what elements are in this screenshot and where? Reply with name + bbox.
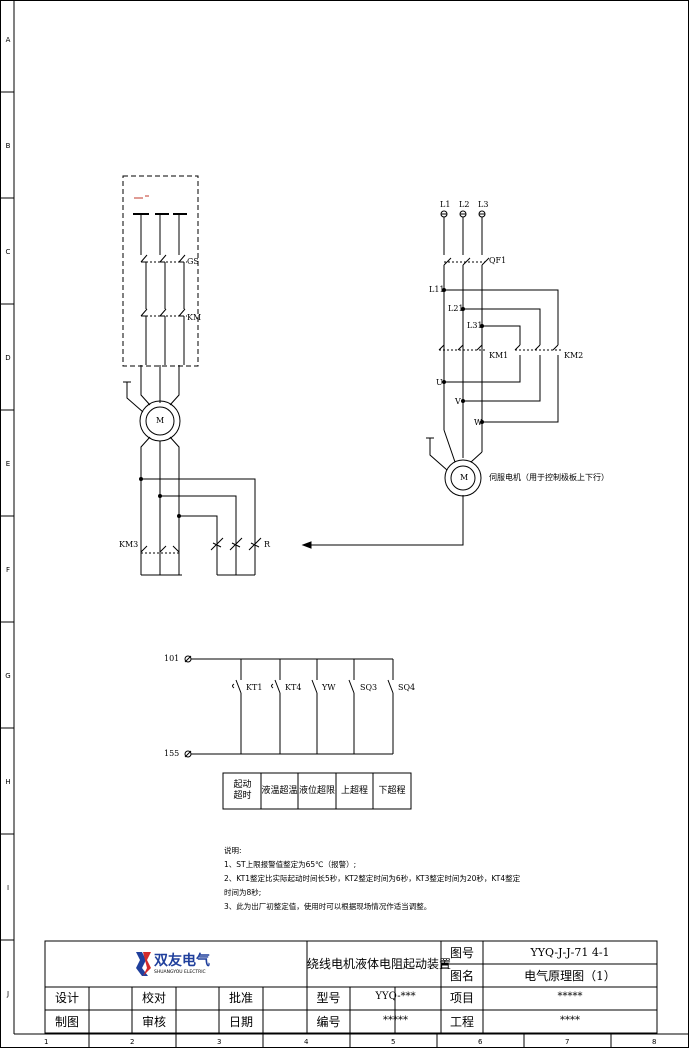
note-line: 1、ST上限报警值整定为65℃（报警）; <box>224 860 357 869</box>
project-value: ***** <box>557 991 583 1002</box>
company-logo-mark <box>136 952 151 976</box>
contact-kt4-label: KT4 <box>285 683 302 692</box>
contact-sq3-label: SQ3 <box>360 683 378 692</box>
row-label: A <box>5 36 11 44</box>
servo-motor-label: M <box>460 473 469 482</box>
col-label: 6 <box>478 1038 483 1046</box>
row-label: H <box>5 778 11 786</box>
terminal-u-label: U <box>436 378 443 387</box>
motor-1-label: M <box>156 416 165 425</box>
l21-label: L21 <box>448 304 464 313</box>
legend-cell: 下超程 <box>378 786 406 796</box>
km2-label: KM2 <box>564 351 584 360</box>
contact-yw-label: YW <box>322 683 336 692</box>
label-approve: 批准 <box>228 991 253 1005</box>
qf1-label: QF1 <box>489 256 507 265</box>
servo-motor-outer <box>444 459 482 497</box>
row-label: G <box>5 672 11 680</box>
km3-label: KM3 <box>119 540 139 549</box>
label-design: 设计 <box>54 991 79 1005</box>
col-label: 1 <box>44 1038 49 1046</box>
col-label: 4 <box>304 1038 309 1046</box>
drawing-name: 绕线电机液体电阻起动装置 <box>307 957 452 971</box>
company-name-en: SHUANGYOU ELECTRIC <box>154 970 206 975</box>
legend-table <box>222 772 412 810</box>
servo-motor-inner <box>450 465 476 491</box>
servo-motor-desc: 伺服电机（用于控制极板上下行） <box>489 473 609 482</box>
gs-switch-label: GS <box>187 257 199 266</box>
drawing-title: 电气原理图（1） <box>524 969 616 983</box>
drawing-number: YYQ-J-J-71 4-1 <box>530 946 610 959</box>
phase-label-l2: L2 <box>459 200 470 209</box>
label-date: 日期 <box>228 1015 253 1029</box>
note-line: 3、此为出厂初整定值，使用时可以根据现场情况作适当调整。 <box>224 902 432 911</box>
km1-label: KM1 <box>489 351 509 360</box>
label-review: 审核 <box>141 1015 166 1029</box>
note-line: 时间为8秒; <box>224 888 262 897</box>
contact-sq4-label: SQ4 <box>398 683 416 692</box>
col-label: 3 <box>217 1038 222 1046</box>
l31-label: L31 <box>467 321 483 330</box>
label-number: 编号 <box>316 1015 341 1029</box>
legend-cell: 起动 超时 <box>233 780 252 801</box>
switch-cabinet-box <box>122 175 199 367</box>
legend-cell: 液温超温 <box>261 786 298 796</box>
label-draw: 制图 <box>54 1015 79 1029</box>
phase-label-l1: L1 <box>440 200 451 209</box>
col-label: 5 <box>391 1038 396 1046</box>
company-name: 双友电气 <box>154 953 210 969</box>
note-line: 2、KT1整定比实际起动时间长5秒，KT2整定时间为6秒，KT3整定时间为20秒… <box>224 874 521 883</box>
legend-cell: 上超程 <box>340 786 368 796</box>
node-155-label: 155 <box>164 749 180 758</box>
engineering-value: **** <box>560 1015 580 1026</box>
label-engineering: 工程 <box>449 1015 474 1029</box>
label-check: 校对 <box>141 991 166 1005</box>
row-label: F <box>5 566 11 574</box>
resistor-label: R <box>264 540 271 549</box>
row-label: J <box>6 990 10 998</box>
contact-kt1-label: KT1 <box>246 683 263 692</box>
label-model: 型号 <box>316 991 341 1005</box>
motor-1-inner <box>145 406 175 436</box>
row-label: C <box>5 248 11 256</box>
model-value: YYQ-*** <box>375 991 416 1002</box>
label-drawing-title: 图名 <box>449 969 474 983</box>
terminal-w-label: W <box>474 418 483 427</box>
l11-label: L11 <box>429 285 445 294</box>
col-label: 7 <box>565 1038 570 1046</box>
terminal-v-label: V <box>455 397 461 406</box>
legend-cell: 液位超限 <box>298 786 335 796</box>
row-label: I <box>6 884 10 892</box>
col-label: 2 <box>130 1038 135 1046</box>
row-label: B <box>5 142 11 150</box>
row-label: D <box>5 354 11 362</box>
notes-heading: 说明: <box>224 846 242 855</box>
row-label: E <box>5 460 11 468</box>
col-label: 8 <box>652 1038 657 1046</box>
km-contactor-label: KM <box>187 313 202 322</box>
node-101-label: 101 <box>164 654 180 663</box>
label-project: 项目 <box>449 991 474 1005</box>
phase-label-l3: L3 <box>478 200 489 209</box>
label-drawing-no: 图号 <box>449 946 474 960</box>
number-value: ***** <box>383 1015 408 1026</box>
